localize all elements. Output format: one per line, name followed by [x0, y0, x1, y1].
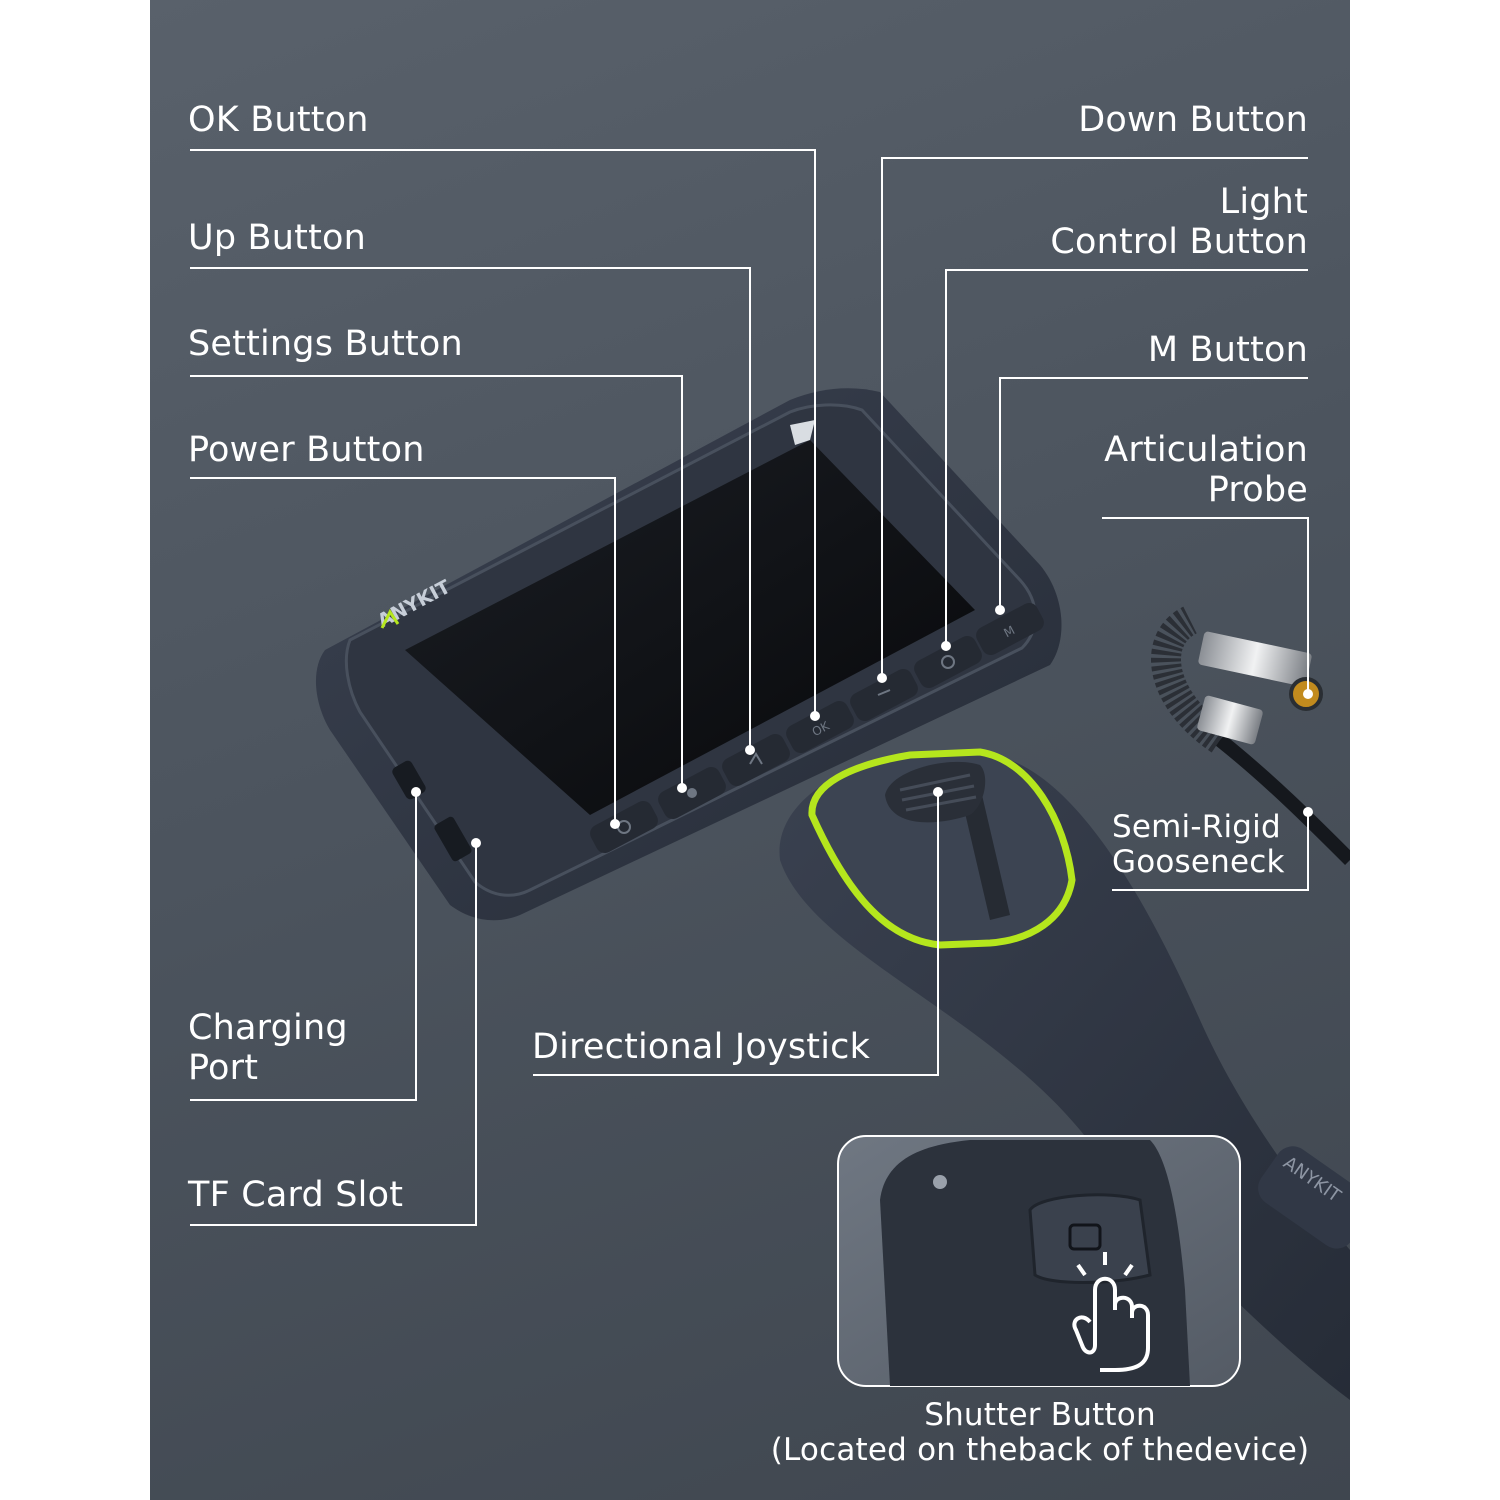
light-icon — [941, 655, 955, 669]
label-settings-button: Settings Button — [188, 324, 463, 364]
light-control-button[interactable] — [911, 633, 985, 691]
label-up-button: Up Button — [188, 218, 366, 258]
label-m-button: M Button — [1147, 330, 1308, 370]
leader-lines — [190, 149, 1309, 1226]
settings-button[interactable] — [655, 764, 729, 822]
device-illustration: ANYKIT ANYKIT — [190, 149, 1350, 1400]
leader-dots — [411, 605, 1313, 848]
label-down-button: Down Button — [1078, 100, 1308, 140]
probe-tip-lower — [1197, 695, 1263, 745]
label-directional-joystick: Directional Joystick — [532, 1027, 871, 1067]
logo-accent-icon — [380, 609, 400, 629]
ok-button[interactable]: OK — [783, 698, 857, 756]
label-articulation-probe: Articulation Probe — [1104, 430, 1308, 510]
joystick-housing — [808, 748, 1076, 949]
diagram-stage: ANYKIT ANYKIT — [150, 0, 1350, 1500]
camera-icon — [1068, 1223, 1102, 1251]
shutter-inset — [837, 1135, 1241, 1387]
semi-rigid-gooseneck-cable — [1215, 734, 1350, 865]
label-ok-button: OK Button — [188, 100, 369, 140]
shutter-button[interactable] — [1068, 1223, 1102, 1251]
label-power-button: Power Button — [188, 430, 425, 470]
label-tf-card-slot: TF Card Slot — [188, 1175, 404, 1215]
display-screen — [405, 440, 975, 815]
m-button[interactable]: M — [973, 600, 1047, 658]
up-button[interactable] — [719, 731, 793, 789]
probe — [1151, 606, 1350, 865]
down-button[interactable] — [847, 666, 921, 724]
label-light-control-button: Light Control Button — [1050, 182, 1308, 262]
screw-icon — [933, 1175, 947, 1189]
probe-tip-upper — [1198, 631, 1312, 687]
down-icon — [877, 689, 891, 696]
settings-icon — [687, 788, 697, 798]
tf-card-slot — [434, 816, 472, 862]
up-icon — [749, 752, 763, 765]
tap-hand-icon — [1072, 1252, 1150, 1372]
label-shutter-button: Shutter Button (Located on theback of th… — [770, 1397, 1310, 1468]
button-row: OK M — [590, 600, 1047, 854]
light-sensor — [790, 420, 815, 445]
monitor: ANYKIT — [315, 388, 1062, 921]
label-charging-port: Charging Port — [188, 1008, 348, 1088]
label-semi-rigid-gooseneck: Semi-Rigid Gooseneck — [1112, 809, 1285, 880]
